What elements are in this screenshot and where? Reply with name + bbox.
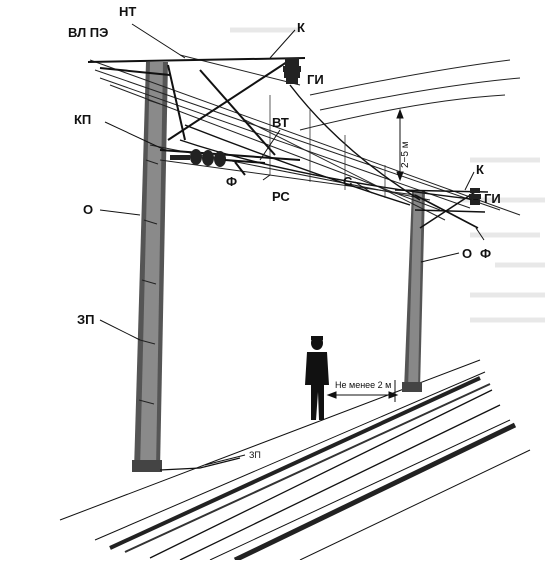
height-dimension bbox=[396, 108, 404, 182]
label-gi-left: ГИ bbox=[307, 72, 324, 87]
label-k-right: К bbox=[476, 162, 484, 177]
label-kp: КП bbox=[74, 112, 91, 127]
ground-plate bbox=[159, 457, 241, 471]
left-pole bbox=[132, 62, 168, 472]
label-f-left: Ф bbox=[226, 174, 237, 189]
fixator-left bbox=[224, 159, 266, 176]
railway-track bbox=[59, 359, 531, 563]
label-gi-right: ГИ bbox=[484, 191, 501, 206]
droppers bbox=[269, 95, 386, 198]
catenary-messenger bbox=[179, 84, 481, 206]
distant-wires bbox=[299, 59, 521, 131]
suspension-insulator-left bbox=[283, 58, 301, 84]
label-k-left: К bbox=[297, 20, 305, 35]
left-crossarm bbox=[87, 57, 306, 161]
clearance-dimension bbox=[326, 380, 399, 402]
label-vt: ВТ bbox=[272, 115, 289, 130]
label-zp-left: ЗП bbox=[77, 312, 95, 327]
label-clearance: Не менее 2 м bbox=[335, 380, 391, 390]
person-figure bbox=[305, 336, 329, 420]
label-s: С bbox=[343, 174, 353, 189]
label-rs: РС bbox=[272, 189, 290, 204]
label-vl-pe: ВЛ ПЭ bbox=[68, 25, 108, 40]
cantilever-insulators bbox=[170, 149, 226, 167]
label-o-right: О bbox=[462, 246, 472, 261]
label-o-left: О bbox=[83, 202, 93, 217]
label-f-right: Ф bbox=[480, 246, 491, 261]
label-nt: НТ bbox=[119, 4, 136, 19]
label-height-range: 2−5 м bbox=[400, 141, 411, 168]
label-zp-bottom: ЗП bbox=[249, 450, 261, 460]
background-text-noise bbox=[230, 27, 545, 323]
leader-lines bbox=[99, 23, 485, 466]
right-pole bbox=[402, 190, 425, 392]
suspension-insulator-right bbox=[469, 188, 481, 205]
